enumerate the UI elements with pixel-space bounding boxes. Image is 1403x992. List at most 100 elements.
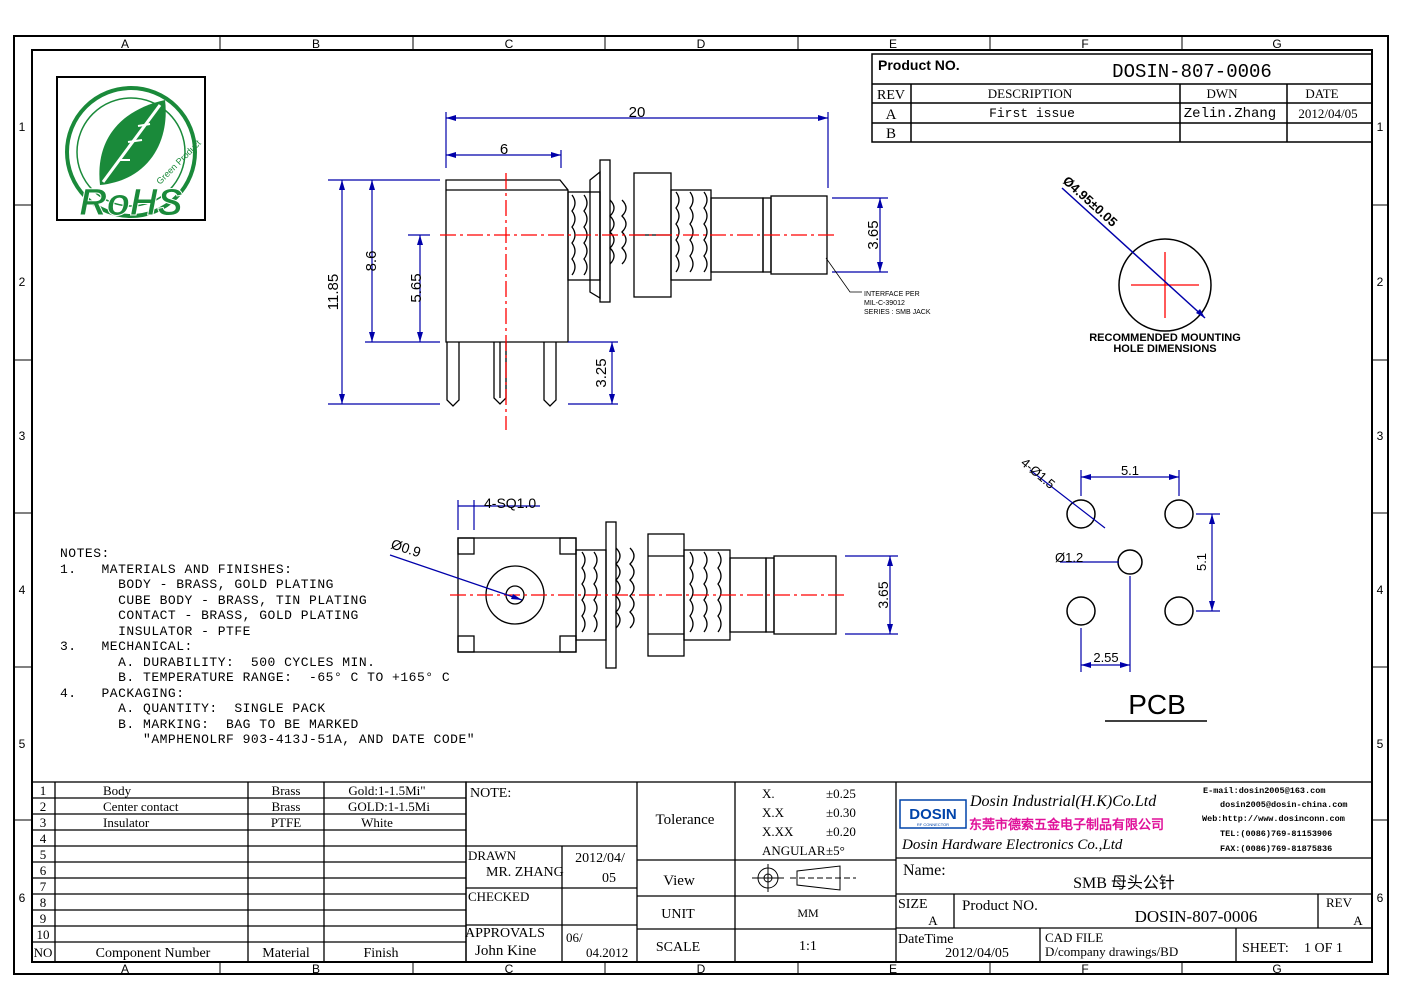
bom-no: 3: [40, 815, 47, 830]
rev-a-date: 2012/04/05: [1298, 106, 1357, 121]
bom-finish: White: [361, 815, 393, 830]
dim-11-85: 11.85: [325, 274, 342, 310]
company-name-en-2: Dosin Hardware Electronics Co.,Ltd: [901, 837, 1123, 853]
pcb-label: PCB: [1128, 689, 1186, 720]
note-line: CUBE BODY - BRASS, TIN PLATING: [60, 592, 368, 608]
interface-note: INTERFACE PER: [864, 291, 920, 298]
dim-20: 20: [629, 104, 646, 121]
col-label-bottom: B: [312, 962, 320, 976]
side-view-dimensions: [328, 112, 888, 405]
tol-key: X.: [762, 786, 775, 801]
name-value: SMB 母头公针: [1073, 874, 1175, 892]
rev-a-dwn: Zelin.Zhang: [1184, 106, 1276, 122]
dim-hole: Ø4.95±0.05: [1060, 173, 1120, 230]
note-line: 4. PACKAGING:: [60, 685, 185, 701]
col-label-top: A: [121, 37, 129, 51]
col-label-bottom: C: [505, 962, 514, 976]
checked-label: CHECKED: [468, 889, 529, 904]
side-view-centerlines: [440, 173, 835, 430]
bom-no: 6: [40, 863, 47, 878]
bom-table: [31, 781, 467, 963]
note-line: NOTES:: [60, 546, 110, 561]
product-no: DOSIN-807-0006: [1135, 907, 1258, 926]
rohs-logo: Green Product RoHS: [56, 76, 206, 225]
bom-no: 8: [40, 895, 47, 910]
col-label-top: D: [697, 37, 706, 51]
col-label-top: C: [505, 37, 514, 51]
approvals-name: John Kine: [475, 943, 537, 959]
interface-note: SERIES : SMB JACK: [864, 309, 931, 316]
col-label-top: G: [1272, 37, 1281, 51]
pcb-dim-phi12: Ø1.2: [1055, 550, 1083, 565]
col-label-top: F: [1081, 37, 1088, 51]
rev-a: A: [886, 107, 897, 123]
note-line: B. TEMPERATURE RANGE: -65° C TO +165° C: [60, 670, 451, 685]
col-label-bottom: E: [889, 962, 897, 976]
company-email: E-mail:dosin2005@163.com: [1203, 786, 1325, 796]
outer-border: [13, 35, 1389, 975]
mounting-hole: Ø4.95±0.05 RECOMMENDED MOUNTING HOLE DIM…: [1060, 173, 1241, 355]
company-email-2: dosin2005@dosin-china.com: [1220, 800, 1348, 810]
note-label: NOTE:: [470, 786, 511, 801]
note-line: B. MARKING: BAG TO BE MARKED: [60, 716, 359, 732]
view-label: View: [663, 873, 695, 889]
note-line: A. DURABILITY: 500 CYCLES MIN.: [60, 654, 376, 670]
row-label-left: 1: [19, 120, 26, 134]
col-label-bottom: A: [121, 962, 129, 976]
zone-ticks: [14, 36, 1388, 974]
datetime-label: DateTime: [898, 932, 953, 947]
bom-no: 4: [40, 831, 47, 846]
note-line: 3. MECHANICAL:: [60, 639, 193, 654]
title-block: [465, 781, 1373, 963]
sheet-label: SHEET:: [1242, 941, 1289, 956]
scale-value: 1:1: [799, 939, 817, 954]
note-line: A. QUANTITY: SINGLE PACK: [60, 701, 326, 716]
bom-no: 7: [40, 879, 47, 894]
bom-finish: GOLD:1-1.5Mi: [348, 799, 430, 814]
cad-value: D/company drawings/BD: [1045, 944, 1178, 959]
bom-no: 9: [40, 911, 47, 926]
scale-label: SCALE: [656, 940, 700, 955]
company-fax: FAX:(0086)769-81875836: [1220, 844, 1332, 854]
col-label-bottom: D: [697, 962, 706, 976]
product-label: Product NO.: [962, 898, 1038, 914]
bom-material: PTFE: [271, 815, 301, 830]
dim-6: 6: [500, 141, 508, 158]
dim-5-65: 5.65: [408, 273, 425, 302]
tol-value: ±0.20: [826, 824, 856, 839]
side-view: [445, 159, 828, 407]
rev-value: A: [1353, 913, 1363, 928]
rev-b: B: [886, 126, 896, 142]
company-logo-sub: RF CONNECTOR: [917, 822, 949, 827]
row-label-left: 3: [19, 429, 26, 443]
dwn-header: DWN: [1206, 86, 1238, 101]
bom-name: Insulator: [103, 815, 150, 830]
pcb-dim-51v: 5.1: [1194, 553, 1209, 571]
front-view-arrows: [511, 556, 893, 634]
company-name-en: Dosin Industrial(H.K)Co.Ltd: [969, 793, 1157, 810]
description-header: DESCRIPTION: [988, 86, 1073, 101]
bom-finish: Gold:1-1.5Mi": [348, 783, 425, 798]
row-label-left: 5: [19, 737, 26, 751]
pcb-dim-51h: 5.1: [1121, 463, 1139, 478]
date-header: DATE: [1305, 86, 1338, 101]
bom-material: Brass: [272, 799, 301, 814]
tol-value: ±5°: [826, 843, 845, 858]
note-line: CONTACT - BRASS, GOLD PLATING: [60, 608, 359, 623]
tol-value: ±0.30: [826, 805, 856, 820]
header-product-label: Product NO.: [878, 57, 960, 73]
mounting-label: HOLE DIMENSIONS: [1113, 343, 1216, 355]
drawn-label: DRAWN: [468, 848, 517, 863]
company-tel: TEL:(0086)769-81153906: [1220, 829, 1332, 839]
bom-material: Brass: [272, 783, 301, 798]
bom-no: 1: [40, 783, 47, 798]
bom-footer-no: NO: [34, 945, 53, 960]
drawn-date-2: 05: [602, 871, 616, 886]
interface-note: MIL-C-39012: [864, 300, 905, 307]
note-line: 1. MATERIALS AND FINISHES:: [60, 561, 293, 577]
note-line: BODY - BRASS, GOLD PLATING: [60, 577, 334, 592]
note-line: "AMPHENOLRF 903-413J-51A, AND DATE CODE": [60, 732, 476, 747]
bom-footer-name: Component Number: [96, 946, 211, 961]
col-label-top: E: [889, 37, 897, 51]
tol-value: ±0.25: [826, 786, 856, 801]
